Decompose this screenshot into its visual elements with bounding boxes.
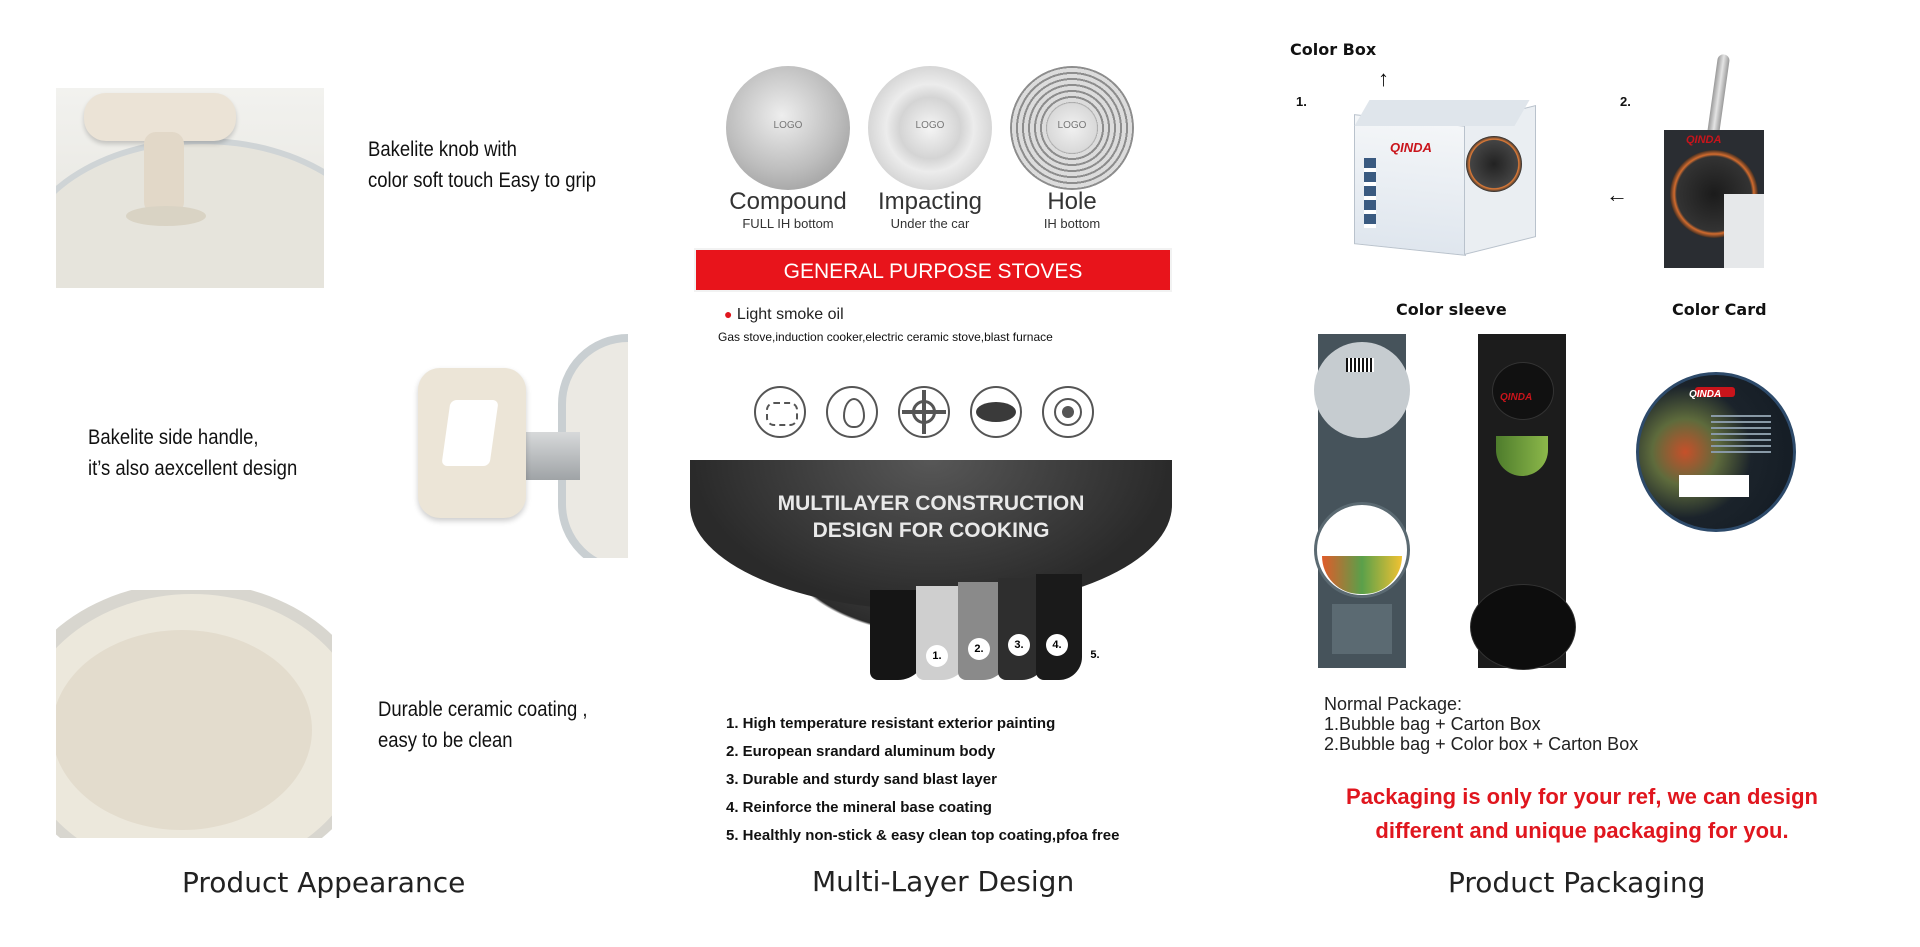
- arrow-up-icon: ↑: [1378, 66, 1389, 91]
- normal-package-info: Normal Package: 1.Bubble bag + Carton Bo…: [1324, 694, 1638, 754]
- smoke-oil-bullet: ● Light smoke oil: [724, 306, 844, 324]
- construction-title: MULTILAYER CONSTRUCTION DESIGN FOR COOKI…: [690, 490, 1172, 544]
- layer-item-5: 5. Healthly non-stick & easy clean top c…: [726, 827, 1120, 844]
- notice-line-2: different and unique packaging for you.: [1375, 818, 1789, 843]
- normal-package-item-2: 2.Bubble bag + Color box + Carton Box: [1324, 734, 1639, 754]
- stoves-line: Gas stove,induction cooker,electric cera…: [718, 330, 1053, 344]
- pan-box-brand: QINDA: [1686, 134, 1722, 146]
- layer-item-2: 2. European srandard aluminum body: [726, 743, 996, 760]
- knob-line-2: color soft touch Easy to grip: [368, 169, 597, 192]
- color-sleeve-label: Color sleeve: [1396, 300, 1507, 319]
- caption-product-appearance: Product Appearance: [182, 866, 466, 899]
- hole-bottom-disc: LOGO: [1010, 66, 1134, 190]
- ceramic-coating-photo: [56, 590, 332, 838]
- bullet-text: Light smoke oil: [736, 306, 844, 323]
- ceramic-plate-icon: [970, 386, 1022, 438]
- handle-line-2: it’s also aexcellent design: [88, 457, 298, 480]
- compound-label: Compound FULL IH bottom: [708, 188, 868, 231]
- sleeve-brand: QINDA: [1500, 392, 1533, 403]
- hole-logo: LOGO: [1057, 120, 1087, 131]
- knob-photo: [56, 88, 324, 288]
- layer-item-4: 4. Reinforce the mineral base coating: [726, 799, 992, 816]
- knob-line-1: Bakelite knob with: [368, 138, 517, 161]
- construction-title-line-2: DESIGN FOR COOKING: [812, 519, 1050, 542]
- layer-number-1: 1.: [926, 645, 948, 667]
- color-card-label: Color Card: [1672, 300, 1767, 319]
- impacting-bottom-disc: LOGO: [868, 66, 992, 190]
- color-card-image: QINDA: [1636, 372, 1796, 532]
- induction-coil-icon: [754, 386, 806, 438]
- normal-package-title: Normal Package:: [1324, 694, 1463, 714]
- layer-number-5: 5.: [1084, 644, 1106, 666]
- package-number-1: 1.: [1296, 94, 1307, 109]
- color-box-label: Color Box: [1290, 40, 1377, 59]
- layer-number-2: 2.: [968, 638, 990, 660]
- compound-sub: FULL IH bottom: [742, 216, 834, 231]
- caption-product-packaging: Product Packaging: [1448, 866, 1706, 899]
- caption-multi-layer-design: Multi-Layer Design: [812, 865, 1075, 898]
- blast-furnace-icon: [1042, 386, 1094, 438]
- card-brand: QINDA: [1689, 389, 1722, 400]
- multilayer-construction-image: MULTILAYER CONSTRUCTION DESIGN FOR COOKI…: [690, 460, 1172, 690]
- construction-title-line-1: MULTILAYER CONSTRUCTION: [777, 492, 1085, 515]
- color-box-image: QINDA: [1354, 100, 1536, 256]
- packaging-notice: Packaging is only for your ref, we can d…: [1302, 780, 1862, 848]
- coating-description: Durable ceramic coating , easy to be cle…: [378, 694, 588, 756]
- bullet-dot-icon: ●: [724, 306, 733, 322]
- side-handle-photo: [408, 334, 628, 558]
- pan-bottoms-section: LOGO LOGO LOGO Compound FULL IH bottom I…: [690, 58, 1170, 238]
- normal-package-item-1: 1.Bubble bag + Carton Box: [1324, 714, 1541, 734]
- flame-icon: [826, 386, 878, 438]
- pan-in-box-image: QINDA: [1664, 53, 1766, 268]
- impacting-title: Impacting: [877, 188, 983, 215]
- hole-sub: IH bottom: [1043, 216, 1101, 231]
- banner-text: GENERAL PURPOSE STOVES: [783, 260, 1083, 283]
- impacting-logo: LOGO: [915, 120, 945, 131]
- color-sleeve-grey: [1314, 334, 1410, 668]
- compound-bottom-disc: LOGO: [726, 66, 850, 190]
- impacting-label: Impacting Under the car: [850, 188, 1010, 231]
- package-number-2: 2.: [1620, 94, 1631, 109]
- compound-logo: LOGO: [773, 120, 803, 131]
- layer-item-3: 3. Durable and sturdy sand blast layer: [726, 771, 997, 788]
- color-sleeve-black: QINDA: [1470, 334, 1576, 670]
- knob-description: Bakelite knob with color soft touch Easy…: [368, 134, 596, 196]
- impacting-sub: Under the car: [890, 216, 970, 231]
- stove-icons-row: [754, 386, 1114, 442]
- coating-line-2: easy to be clean: [378, 729, 513, 752]
- handle-line-1: Bakelite side handle,: [88, 426, 259, 449]
- color-box-brand: QINDA: [1390, 140, 1432, 155]
- arrow-left-icon: ←: [1606, 182, 1628, 207]
- gas-burner-icon: [898, 386, 950, 438]
- coating-line-1: Durable ceramic coating ,: [378, 698, 588, 721]
- layer-number-4: 4.: [1046, 634, 1068, 656]
- hole-label: Hole IH bottom: [992, 188, 1152, 231]
- layer-item-1: 1. High temperature resistant exterior p…: [726, 715, 1056, 732]
- layer-number-3: 3.: [1008, 634, 1030, 656]
- compound-title: Compound: [729, 188, 847, 215]
- handle-description: Bakelite side handle, it’s also aexcelle…: [88, 422, 297, 484]
- hole-title: Hole: [1047, 188, 1097, 215]
- layer-list: 1. High temperature resistant exterior p…: [726, 710, 1119, 850]
- general-purpose-banner: GENERAL PURPOSE STOVES: [694, 248, 1172, 292]
- notice-line-1: Packaging is only for your ref, we can d…: [1346, 784, 1818, 809]
